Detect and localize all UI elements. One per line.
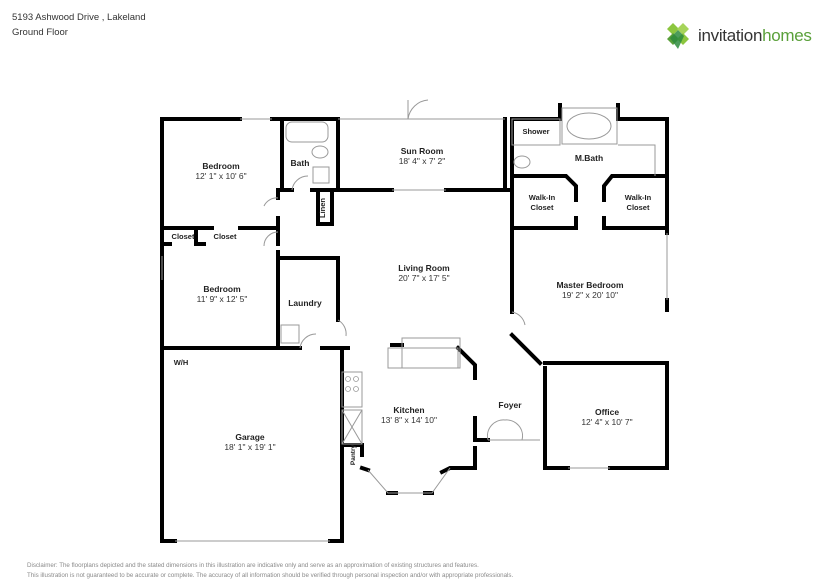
room-label-laundry: Laundry [288,298,322,308]
room-label-linen: Linen [318,198,327,218]
diamond-cluster-logo-icon [667,23,689,49]
room-label-foyer: Foyer [498,400,522,410]
brand-name-part2: homes [762,26,812,45]
room-label-sun-room: Sun Room [401,146,444,156]
room-label-walkin2-line2: Closet [627,203,650,212]
room-dims-master-bedroom: 19' 2" x 20' 10" [562,290,618,300]
room-dims-bedroom2: 11' 9" x 12' 5" [197,294,248,304]
room-label-walkin1-line1: Walk-In [529,193,556,202]
room-label-bath: Bath [291,158,310,168]
room-label-pantry: Pantry [350,445,357,466]
room-label-walkin2-line1: Walk-In [625,193,652,202]
floor-label: Ground Floor [12,27,68,38]
brand-name: invitationhomes [698,26,812,46]
room-label-garage: Garage [235,432,265,442]
room-label-mbath: M.Bath [575,153,603,163]
room-label-walkin1-line2: Closet [531,203,554,212]
header: 5193 Ashwood Drive , Lakeland Ground Flo… [12,10,146,40]
disclaimer-line2: This illustration is not guaranteed to b… [27,572,514,579]
room-dims-bedroom1: 12' 1" x 10' 6" [195,171,246,181]
brand-name-part1: invitation [698,26,763,45]
address-text: 5193 Ashwood Drive , Lakeland [12,12,146,23]
room-label-closet2: Closet [214,232,237,241]
room-dims-living-room: 20' 7" x 17' 5" [398,273,449,283]
room-dims-kitchen: 13' 8" x 14' 10" [381,415,437,425]
room-label-kitchen: Kitchen [393,405,424,415]
room-dims-sun-room: 18' 4" x 7' 2" [399,156,446,166]
disclaimer: Disclaimer: The floorplans depicted and … [27,561,513,581]
room-label-shower: Shower [522,127,549,136]
room-label-office: Office [595,407,619,417]
room-label-bedroom2: Bedroom [203,284,241,294]
room-label-wh: W/H [174,358,189,367]
room-dims-garage: 18' 1" x 19' 1" [224,442,275,452]
brand-logo: invitationhomes [664,22,812,50]
room-label-living-room: Living Room [398,263,450,273]
disclaimer-line1: Disclaimer: The floorplans depicted and … [27,562,479,569]
room-label-bedroom1: Bedroom [202,161,240,171]
room-label-master-bedroom: Master Bedroom [556,280,624,290]
room-dims-office: 12' 4" x 10' 7" [581,417,632,427]
room-label-closet1: Closet [172,232,195,241]
